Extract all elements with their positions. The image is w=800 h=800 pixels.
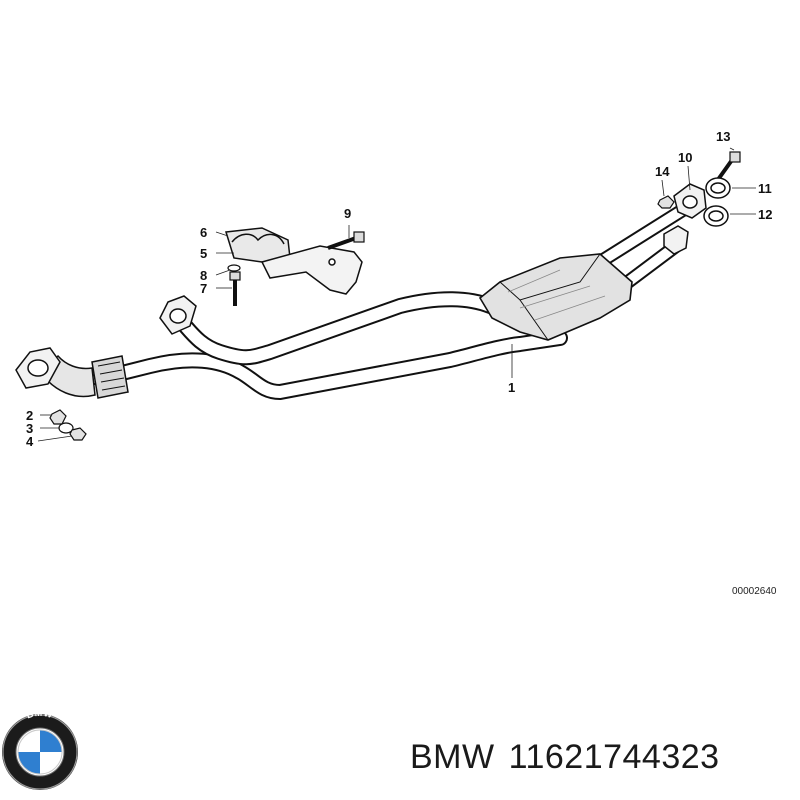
nut-2 [49, 409, 67, 425]
bmw-logo: BMW [2, 708, 78, 790]
brand-name: BMW [410, 738, 495, 776]
callout-13: 13 [716, 129, 730, 144]
catalytic-converter [478, 253, 633, 341]
rear-flange-upper [673, 183, 707, 219]
washer-8 [227, 264, 241, 272]
part-number: 11621744323 [508, 738, 720, 776]
callout-2: 2 [26, 408, 33, 423]
bolt-7 [229, 271, 241, 306]
gasket-11 [705, 177, 731, 199]
callout-4: 4 [26, 434, 34, 449]
callout-9: 9 [344, 206, 351, 221]
callout-3: 3 [26, 421, 33, 436]
leader-lines [37, 147, 756, 442]
callout-12: 12 [758, 207, 772, 222]
upper-pipe-fill [172, 293, 496, 364]
callout-11: 11 [758, 181, 772, 196]
callout-6: 6 [200, 225, 207, 240]
callout-7: 7 [200, 281, 207, 296]
part-caption: BMW 11621744323 [410, 738, 720, 777]
callout-5: 5 [200, 246, 207, 261]
callout-14: 14 [655, 164, 670, 179]
gasket-12 [703, 205, 729, 227]
bolt-9 [327, 231, 365, 250]
flex-joint [91, 355, 129, 399]
nut-14 [657, 195, 675, 209]
callout-10: 10 [678, 150, 692, 165]
upper-flange [159, 295, 197, 335]
left-flange [15, 347, 61, 389]
nut-4 [69, 427, 87, 441]
rear-flange-lower [663, 225, 689, 255]
logo-lettering: BMW [25, 708, 54, 720]
hanger-bracket [225, 227, 363, 295]
callout-8: 8 [200, 268, 207, 283]
rear-pipe-upper-fill [595, 203, 691, 267]
callout-1: 1 [508, 380, 515, 395]
diagram-reference-code: 00002640 [732, 586, 777, 597]
callouts: 1 2 3 4 5 6 7 8 9 10 11 12 13 14 [26, 129, 772, 449]
